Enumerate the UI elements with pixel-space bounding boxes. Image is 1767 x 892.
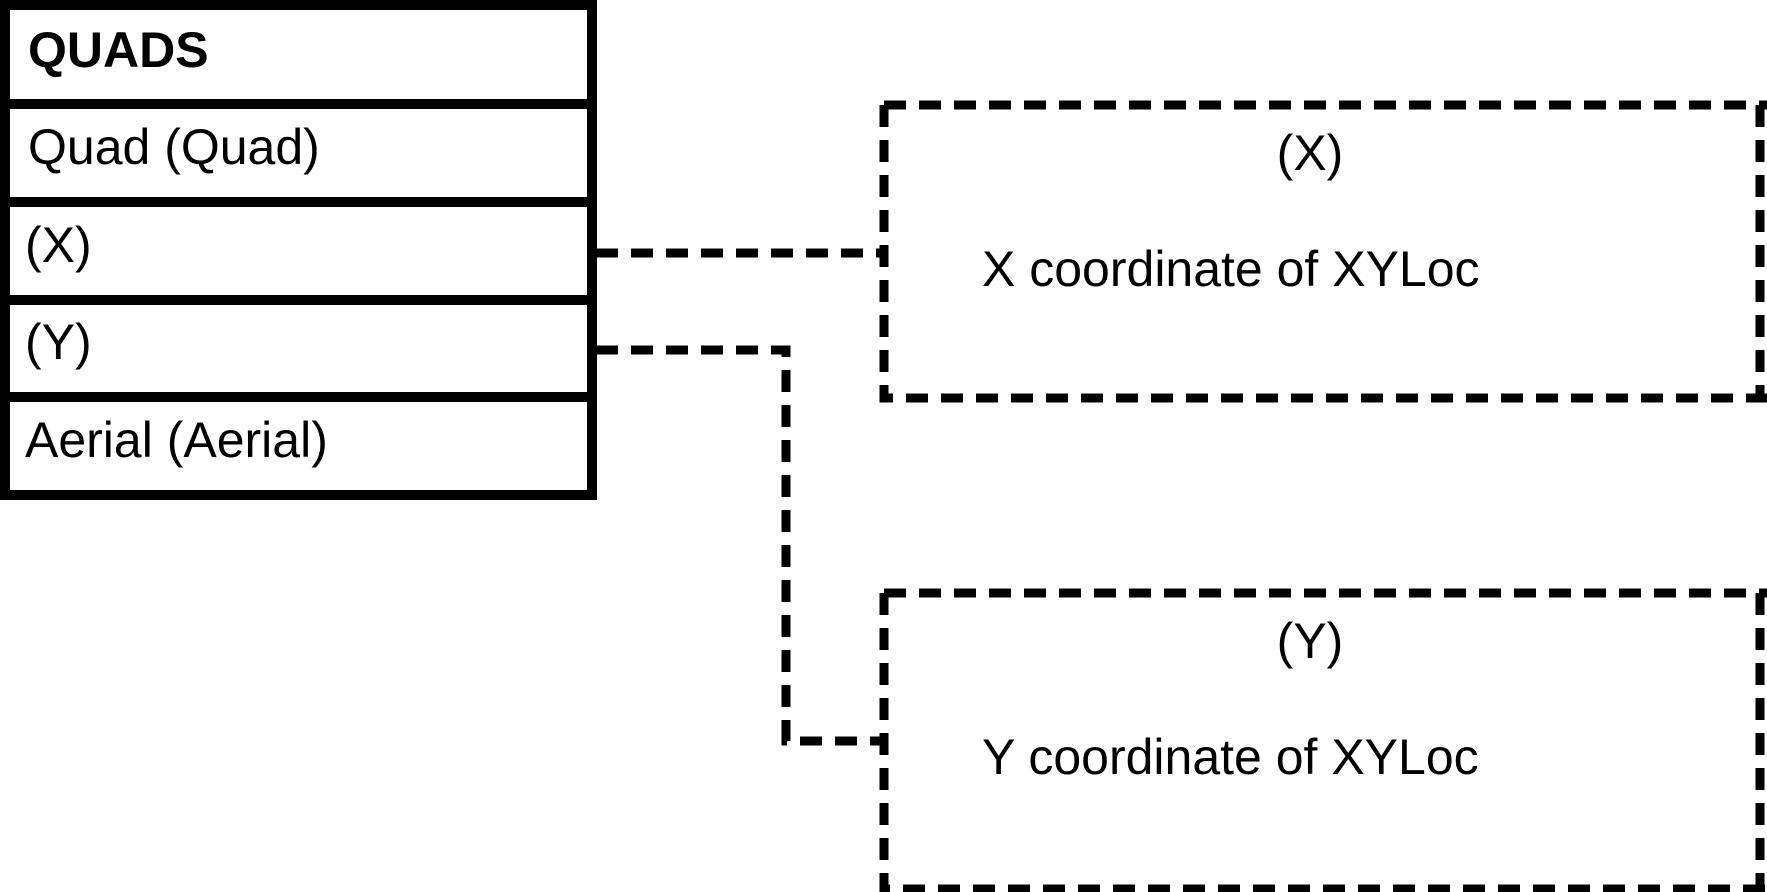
entity-row-aerial: Aerial (Aerial) xyxy=(25,412,328,468)
note-x-description: X coordinate of XYLoc xyxy=(982,241,1480,297)
entity-title: QUADS xyxy=(28,22,209,78)
note-y: (Y) Y coordinate of XYLoc xyxy=(879,588,1767,892)
note-y-border xyxy=(879,588,1767,892)
entity-border xyxy=(0,0,597,500)
note-x: (X) X coordinate of XYLoc xyxy=(879,100,1767,403)
entity-row-y: (Y) xyxy=(25,314,92,370)
note-x-title: (X) xyxy=(1277,125,1344,181)
quads-entity: QUADS Quad (Quad) (X) (Y) Aerial (Aerial… xyxy=(0,0,597,500)
note-x-border xyxy=(879,100,1767,403)
note-y-description: Y coordinate of XYLoc xyxy=(982,729,1479,785)
entity-row-x: (X) xyxy=(25,217,92,273)
entity-row-quad: Quad (Quad) xyxy=(28,119,320,175)
note-y-title: (Y) xyxy=(1277,613,1344,669)
connector-y xyxy=(596,345,882,746)
